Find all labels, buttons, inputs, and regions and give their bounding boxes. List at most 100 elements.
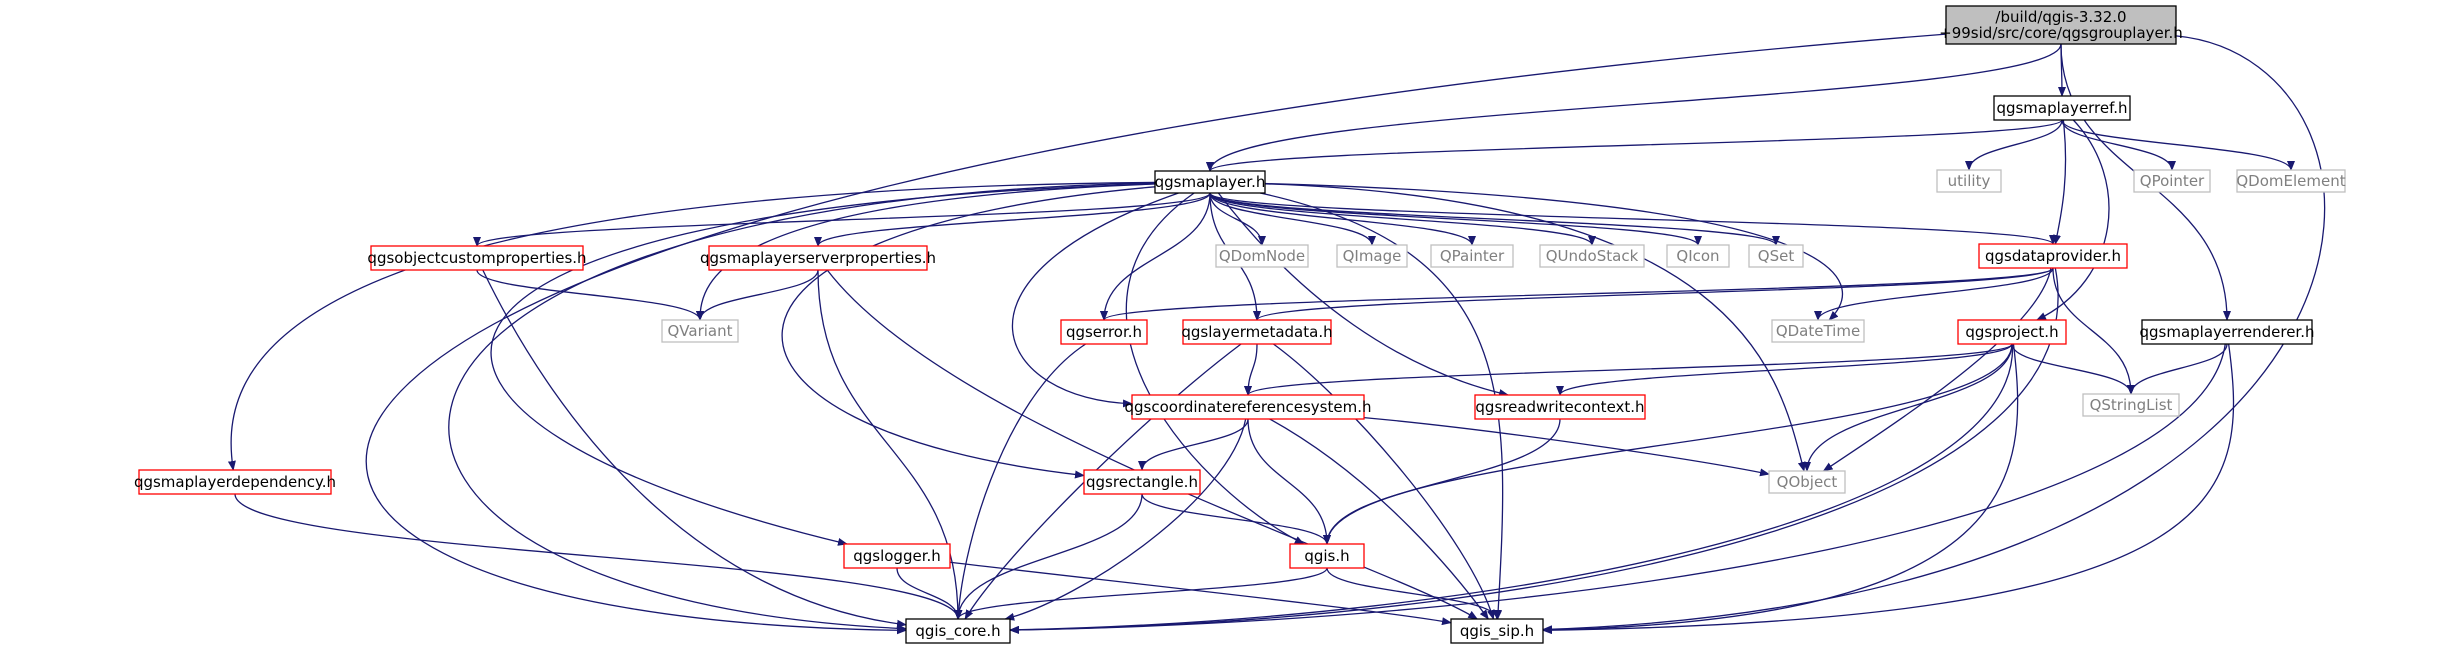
node-box-qset (1748, 244, 1804, 268)
node-sip[interactable]: qgis_sip.h (1450, 618, 1544, 644)
edge-ml-to-qimage (1209, 192, 1376, 246)
node-box-qpointer (2133, 169, 2211, 193)
node-crs[interactable]: qgscoordinatereferencesystem.h (1125, 394, 1372, 420)
node-label-qset: QSet (1758, 247, 1795, 265)
node-qdomnode: QDomNode (1215, 244, 1309, 268)
node-box-sip (1450, 618, 1544, 644)
node-box-ocp (370, 245, 584, 271)
node-label-proj: qgsproject.h (1965, 323, 2058, 341)
node-label-mlr: qgsmaplayerrenderer.h (2139, 323, 2314, 341)
node-label-logger: qgslogger.h (853, 547, 941, 565)
node-box-err (1060, 319, 1148, 345)
node-qpointer: QPointer (2133, 169, 2211, 193)
node-err[interactable]: qgserror.h (1060, 319, 1148, 345)
node-mlsp[interactable]: qgsmaplayerserverproperties.h (700, 245, 936, 271)
edge-crs-to-sip (1269, 418, 1489, 620)
node-proj[interactable]: qgsproject.h (1957, 319, 2067, 345)
node-mld[interactable]: qgsmaplayerdependency.h (134, 469, 336, 495)
node-box-core (905, 618, 1011, 644)
node-box-root (1945, 5, 2177, 45)
edge-lmd-to-sip (1273, 343, 1495, 620)
node-label-qdomnode: QDomNode (1219, 247, 1305, 265)
edge-crs-to-qobject (1363, 416, 1770, 477)
edge-ml-to-qobject (1264, 183, 1806, 472)
edge-err-to-core (954, 343, 1087, 620)
node-label-dp: qgsdataprovider.h (1985, 247, 2121, 265)
edge-mlref-to-qdomelement (2061, 119, 2295, 171)
edge-mlsp-to-qvariant (696, 269, 819, 321)
edge-rect-to-qgis (1141, 493, 1331, 545)
node-box-qstringlist (2082, 393, 2180, 417)
node-qimage: QImage (1336, 244, 1408, 268)
node-box-qvariant (661, 319, 739, 343)
edge-ml-to-logger (490, 183, 1156, 546)
node-box-mlref (1993, 95, 2131, 121)
edge-proj-to-core (1009, 343, 2014, 634)
node-label-qgis: qgis.h (1304, 547, 1349, 565)
node-box-proj (1957, 319, 2067, 345)
node-label-qstringlist: QStringList (2090, 396, 2173, 414)
node-layer: /build/qgis-3.32.0+99sid/src/core/qgsgro… (134, 5, 2346, 644)
edge-qgis-to-core (954, 567, 1328, 620)
node-label-rect: qgsrectangle.h (1086, 473, 1198, 491)
edge-ml-to-qundostack (1209, 192, 1596, 246)
edge-dp-to-qobject (1822, 267, 2052, 472)
node-box-utility (1936, 169, 2002, 193)
edge-dp-to-core (1009, 267, 2059, 634)
edge-ml-to-qset (1209, 192, 1780, 246)
node-label-qundostack: QUndoStack (1546, 247, 1639, 265)
node-rect[interactable]: qgsrectangle.h (1083, 469, 1201, 495)
node-mlref[interactable]: qgsmaplayerref.h (1993, 95, 2131, 121)
edge-qgis-to-sip (1326, 567, 1501, 620)
edge-crs-to-qgis (1247, 418, 1331, 545)
edge-mlref-to-ml (1206, 119, 2063, 172)
edge-proj-to-qstringlist (2011, 343, 2135, 395)
node-rwc[interactable]: qgsreadwritecontext.h (1474, 394, 1646, 420)
node-label-line: +99sid/src/core/qgsgrouplayer.h (1939, 24, 2183, 42)
node-label-ml: qgsmaplayer.h (1155, 173, 1266, 191)
edge-proj-to-qobject (1803, 343, 2013, 472)
node-label-qpointer: QPointer (2140, 172, 2205, 190)
edge-mlr-to-sip (1542, 343, 2235, 635)
node-box-qdomnode (1215, 244, 1309, 268)
edge-dp-to-qdatetime (1814, 267, 2054, 321)
node-label-mld: qgsmaplayerdependency.h (134, 473, 336, 491)
edge-layer (227, 33, 2326, 635)
node-label-line: /build/qgis-3.32.0 (1995, 8, 2126, 26)
edge-ml-to-core (448, 182, 1156, 633)
node-ocp[interactable]: qgsobjectcustomproperties.h (367, 245, 587, 271)
node-label-qimage: QImage (1343, 247, 1402, 265)
node-logger[interactable]: qgslogger.h (843, 543, 951, 569)
edge-ml-to-qdatetime (1264, 182, 1844, 321)
node-ml[interactable]: qgsmaplayer.h (1154, 170, 1266, 194)
edge-proj-to-sip (1542, 343, 2019, 634)
edge-logger-to-sip (949, 561, 1452, 626)
node-qset: QSet (1748, 244, 1804, 268)
node-label-qpainter: QPainter (1440, 247, 1505, 265)
node-core[interactable]: qgis_core.h (905, 618, 1011, 644)
node-qobject: QObject (1768, 470, 1846, 494)
node-utility: utility (1936, 169, 2002, 193)
node-qgis[interactable]: qgis.h (1289, 543, 1365, 569)
node-label-utility: utility (1948, 172, 1991, 190)
edge-root-to-core (365, 33, 1947, 635)
node-box-qdomelement (2236, 169, 2346, 193)
node-lmd[interactable]: qgslayermetadata.h (1181, 319, 1333, 345)
node-label-qobject: QObject (1777, 473, 1838, 491)
node-label-lmd: qgslayermetadata.h (1181, 323, 1332, 341)
node-dp[interactable]: qgsdataprovider.h (1978, 243, 2128, 269)
edge-proj-to-rwc (1556, 343, 2013, 396)
node-label-ocp: qgsobjectcustomproperties.h (367, 249, 586, 267)
edge-ml-to-rect (781, 186, 1156, 479)
edge-root-to-ml (1206, 43, 2062, 172)
node-label-mlref: qgsmaplayerref.h (1996, 99, 2127, 117)
node-mlr[interactable]: qgsmaplayerrenderer.h (2139, 319, 2315, 345)
node-root[interactable]: /build/qgis-3.32.0+99sid/src/core/qgsgro… (1939, 5, 2183, 45)
edge-mlsp-to-core (817, 269, 962, 620)
edge-ml-to-dp (1209, 192, 2057, 245)
node-box-rwc (1474, 394, 1646, 420)
node-box-dp (1978, 243, 2128, 269)
edge-crs-to-rect (1138, 418, 1249, 471)
edge-mlr-to-core (1009, 343, 2226, 634)
